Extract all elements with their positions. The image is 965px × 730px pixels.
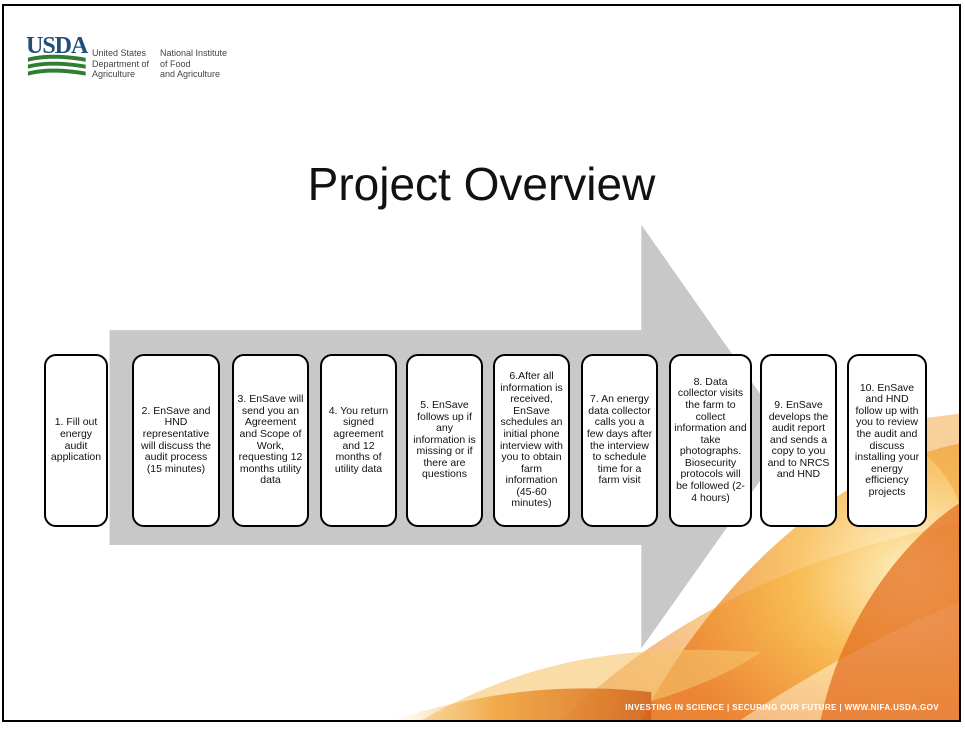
usda-logo-mark <box>27 54 86 76</box>
agency-name-usda: United States Department of Agriculture <box>92 48 150 79</box>
footer-tagline: INVESTING IN SCIENCE | SECURING OUR FUTU… <box>625 703 939 712</box>
slide-title: Project Overview <box>307 158 656 210</box>
step-5: 5. EnSave follows up if any information … <box>406 354 483 527</box>
step-1: 1. Fill out energy audit application <box>44 354 108 527</box>
agency-name-nifa: National Institute of Food and Agricultu… <box>160 48 228 79</box>
step-2: 2. EnSave and HND representative will di… <box>132 354 220 527</box>
slide: USDA United States Department of Agricul… <box>2 4 961 722</box>
step-8: 8. Data collector visits the farm to col… <box>669 354 752 527</box>
usda-logo-text: USDA <box>26 33 88 59</box>
step-7: 7. An energy data collector calls you a … <box>581 354 658 527</box>
step-10: 10. EnSave and HND follow up with you to… <box>847 354 927 527</box>
step-3: 3. EnSave will send you an Agreement and… <box>232 354 309 527</box>
step-4: 4. You return signed agreement and 12 mo… <box>320 354 397 527</box>
step-6: 6.After all information is received, EnS… <box>493 354 570 527</box>
usda-logo: USDA <box>26 34 88 78</box>
step-9: 9. EnSave develops the audit report and … <box>760 354 837 527</box>
